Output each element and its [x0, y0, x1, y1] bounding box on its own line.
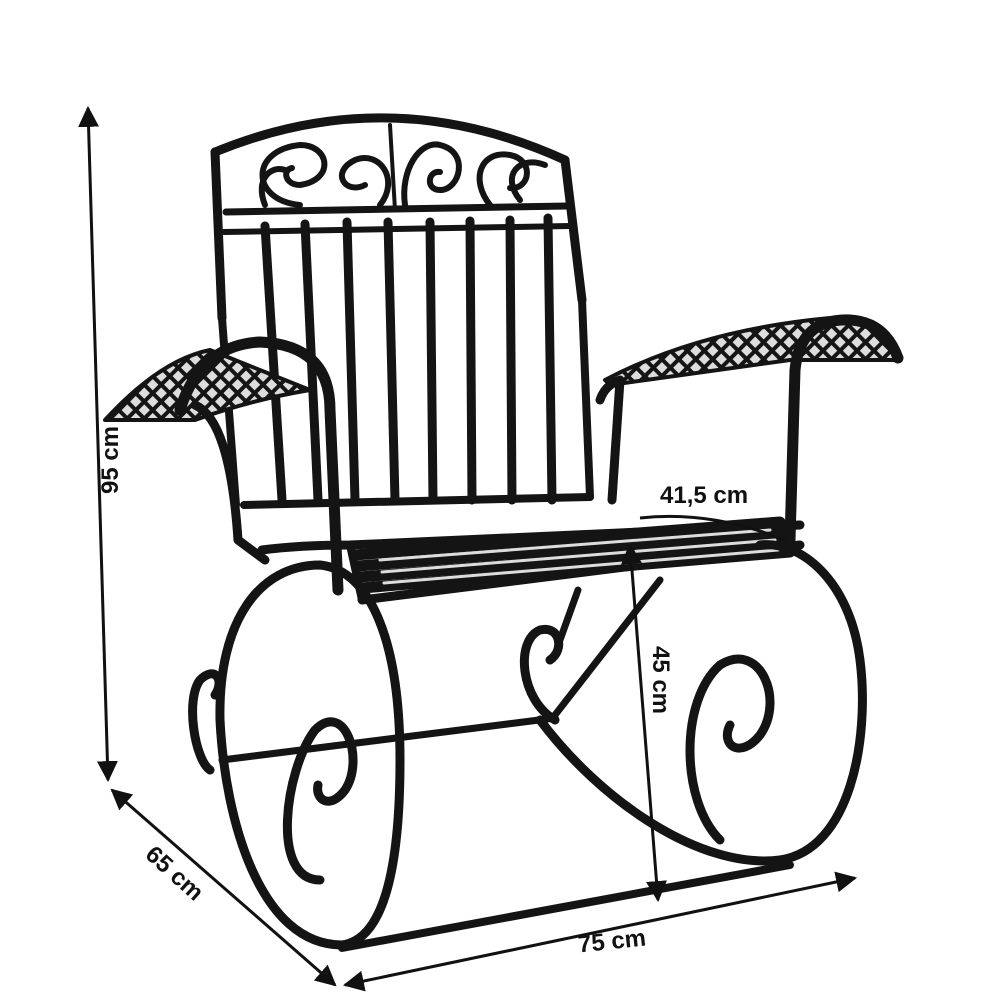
- seat-height-dimension-line: [621, 542, 667, 903]
- left-armrest: [103, 336, 344, 596]
- rocking-chair: [103, 113, 904, 952]
- height-label: 95 cm: [97, 425, 124, 495]
- right-armrest: [595, 314, 904, 546]
- seat-height-label: 45 cm: [647, 645, 674, 715]
- seat-slats: [349, 516, 796, 594]
- height-dimension-line: [78, 105, 118, 783]
- left-rocker: [188, 560, 559, 950]
- width-dimension-line: [342, 871, 858, 992]
- seat-depth-dimension-line: [639, 514, 786, 542]
- seat-depth-label: 41,5 cm: [660, 482, 749, 509]
- dimension-lines: [78, 105, 858, 992]
- right-rocker: [519, 540, 867, 866]
- back-scrollwork: [258, 123, 548, 212]
- chair-seat: [257, 516, 805, 605]
- depth-dimension-line: [110, 788, 337, 987]
